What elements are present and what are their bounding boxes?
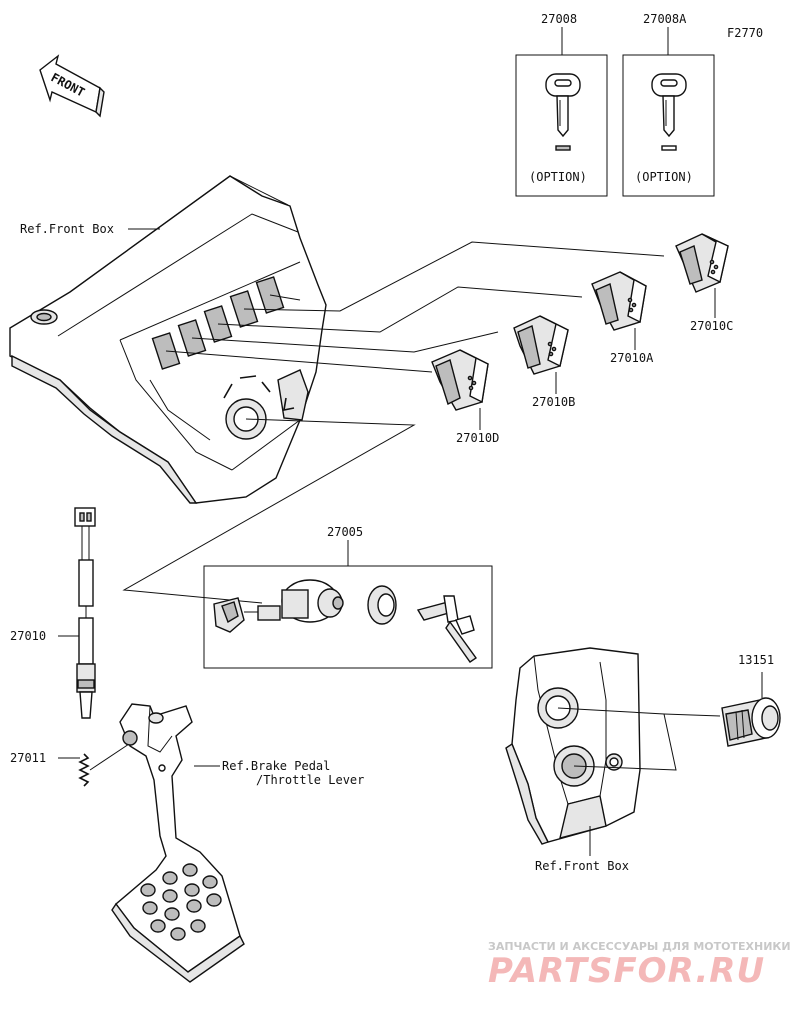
brake-switch-27010 [74, 507, 96, 719]
part-label-27008: 27008 [541, 12, 577, 26]
key-27008A-group: 27008A (OPTION) [622, 12, 715, 197]
option-label-27008A: (OPTION) [635, 170, 693, 184]
spring-27011 [78, 753, 90, 787]
rocker-switch-27010A [591, 271, 647, 350]
part-label-27011: 27011 [10, 751, 46, 765]
pedal-holes [140, 863, 222, 941]
watermark: ЗАПЧАСТИ И АКСЕССУАРЫ ДЛЯ МОТОТЕХНИКИ PA… [488, 940, 791, 991]
watermark-line1: ЗАПЧАСТИ И АКСЕССУАРЫ ДЛЯ МОТОТЕХНИКИ [488, 940, 791, 953]
part-label-27010: 27010 [10, 629, 46, 643]
dash-socket-detail [277, 369, 309, 421]
power-socket-13151 [721, 672, 781, 747]
ref-brake-pedal-line2: /Throttle Lever [256, 773, 364, 787]
ref-front-box-top: Ref.Front Box [20, 222, 114, 236]
key-27008A-icon [651, 73, 687, 151]
key-27008-icon [545, 73, 581, 151]
ignition-assembly-box [203, 565, 493, 669]
dashboard-panel [9, 175, 665, 604]
ignition-keys-icon [416, 595, 477, 663]
ref-brake-pedal-line1: Ref.Brake Pedal [222, 759, 330, 773]
front-box-lower-panel [505, 647, 721, 856]
key-27008-group: 27008 (OPTION) [515, 12, 608, 197]
rocker-switch-27010D [431, 349, 489, 430]
ignition-nut-icon [367, 585, 397, 625]
rocker-switch-27010B [513, 315, 569, 394]
part-label-13151: 13151 [738, 653, 774, 667]
part-label-27005: 27005 [327, 525, 363, 539]
part-label-27010B: 27010B [532, 395, 575, 409]
option-label-27008: (OPTION) [529, 170, 587, 184]
ignition-switch-icon [213, 579, 344, 633]
figure-code: F2770 [727, 26, 763, 40]
part-label-27008A: 27008A [643, 12, 687, 26]
ref-front-box-bottom: Ref.Front Box [535, 859, 629, 873]
part-label-27010D: 27010D [456, 431, 499, 445]
watermark-line2: PARTSFOR.RU [488, 951, 765, 991]
part-label-27010A: 27010A [610, 351, 654, 365]
part-label-27010C: 27010C [690, 319, 733, 333]
front-arrow-icon: FRONT [39, 54, 105, 118]
brake-pedal-icon [111, 703, 245, 983]
rocker-switch-27010C [675, 233, 729, 318]
